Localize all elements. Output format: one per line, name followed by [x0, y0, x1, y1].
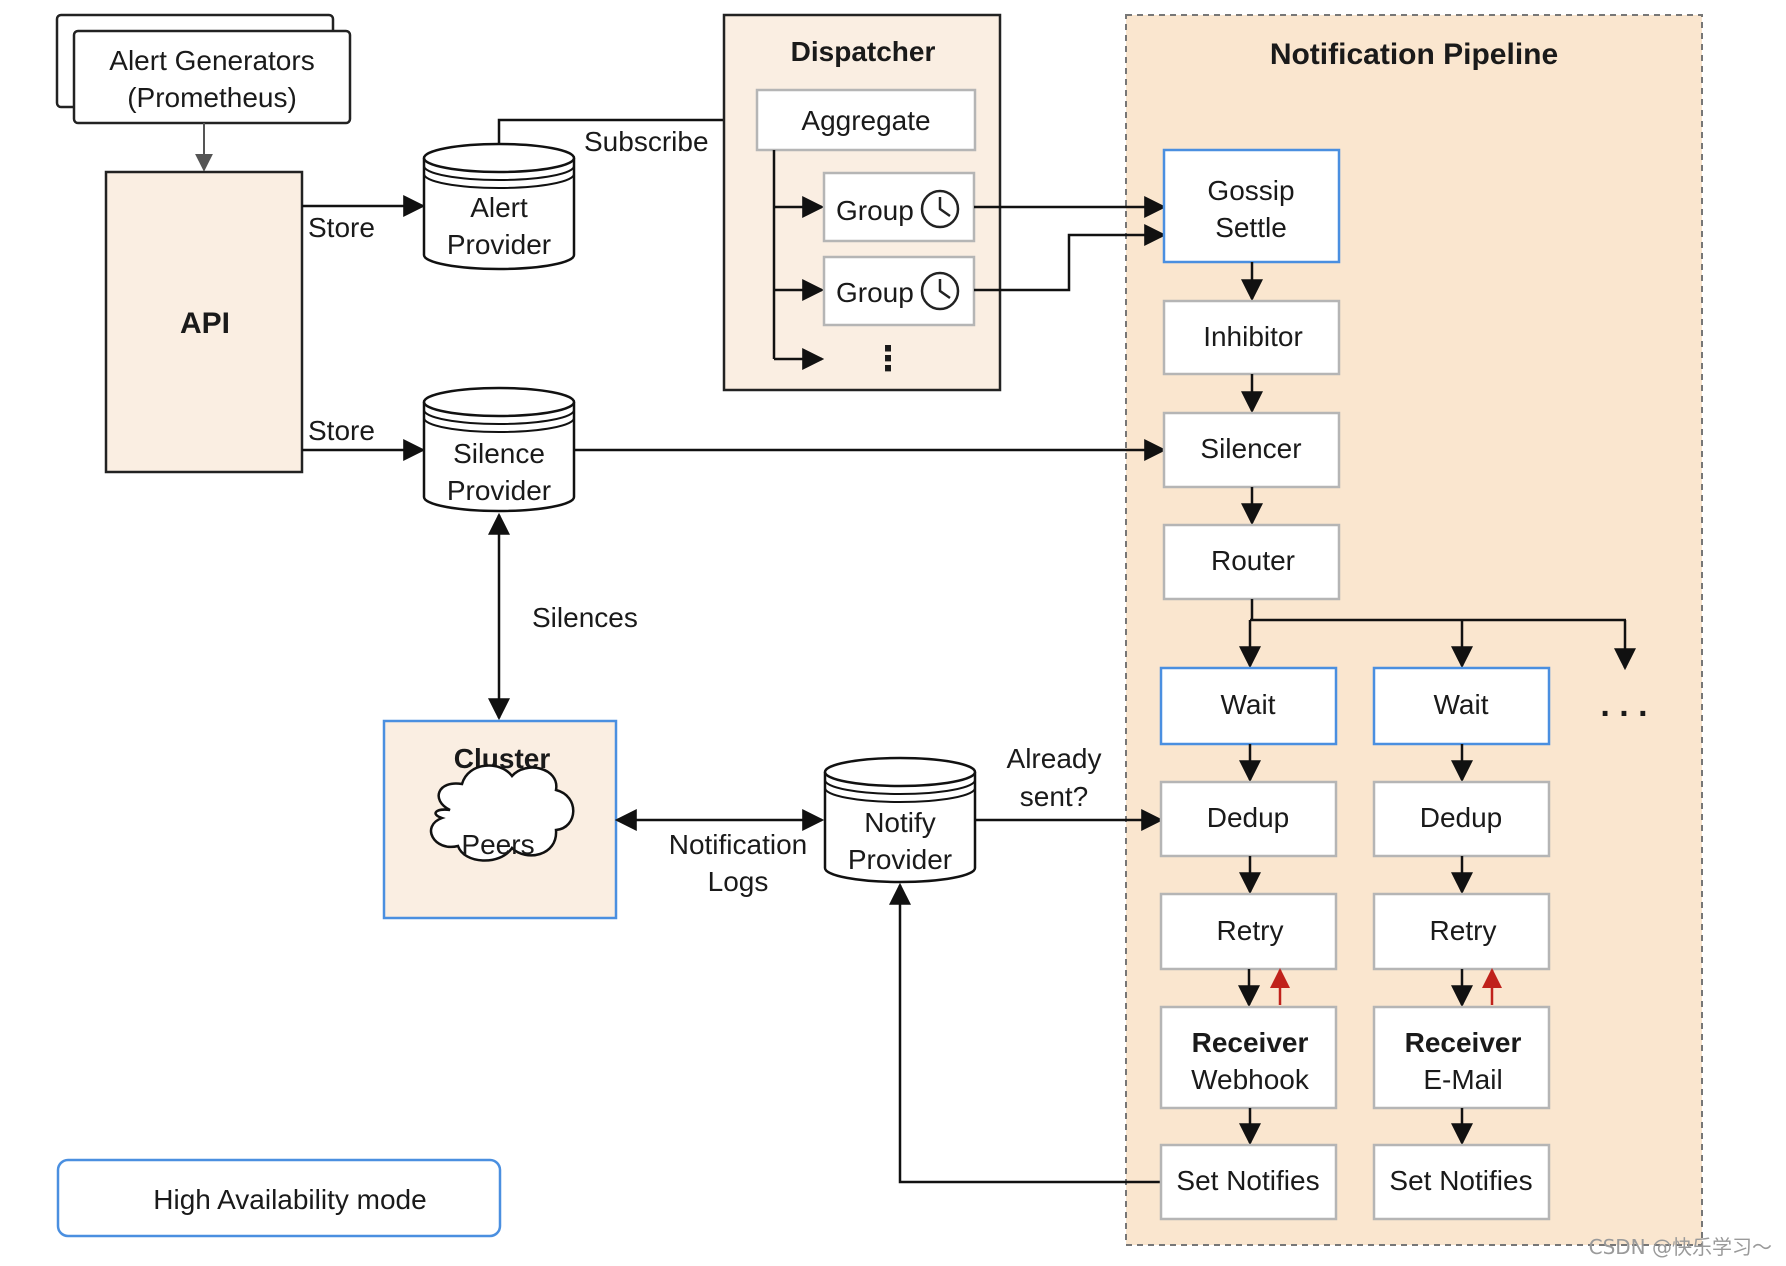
wait-box — [1159, 666, 1338, 746]
dedup-label: Dedup — [1207, 802, 1290, 833]
alert-provider-line2: Provider — [447, 229, 551, 260]
ha-mode-legend: High Availability mode — [56, 1158, 502, 1238]
clock-icon — [920, 189, 960, 229]
aggregate-box — [755, 88, 977, 152]
inhibitor-label: Inhibitor — [1203, 321, 1303, 352]
silencer-box: Silencer — [1162, 411, 1341, 489]
receiver-column-email: Wait Dedup Retry Receiver E-Mail Set Not… — [1372, 666, 1551, 1221]
gossip-settle-box: Gossip Settle — [1162, 148, 1341, 264]
notification-logs-line1: Notification — [669, 829, 808, 860]
retry-box — [1372, 892, 1551, 971]
silencer-label: Silencer — [1200, 433, 1301, 464]
already-sent-line2: sent? — [1020, 781, 1089, 812]
receiver-column-webhook: Wait Dedup Retry Receiver Webhook Set No… — [1159, 666, 1338, 1221]
set-notifies-label: Set Notifies — [1389, 1165, 1532, 1196]
pipeline-title: Notification Pipeline — [1270, 38, 1558, 71]
api-label: API — [180, 307, 230, 340]
receiver-label: Receiver — [1192, 1027, 1309, 1058]
notification-logs-line2: Logs — [708, 866, 769, 897]
group-box-2: Group — [822, 255, 976, 327]
retry-label: Retry — [1217, 915, 1284, 946]
dedup-label: Dedup — [1420, 802, 1503, 833]
wait-box — [1372, 666, 1551, 746]
dispatcher-title: Dispatcher — [791, 36, 936, 67]
receiver-box — [1159, 1005, 1338, 1110]
aggregate-label: Aggregate — [801, 105, 930, 136]
router-label: Router — [1211, 545, 1295, 576]
gossip-line1: Gossip — [1207, 175, 1294, 206]
silence-provider-line1: Silence — [453, 438, 545, 469]
peers-label: Peers — [461, 829, 534, 860]
more-receivers-ellipsis: . . . — [1600, 686, 1647, 724]
set-notifies-to-notify-arrow — [889, 882, 1161, 1184]
notify-provider-line1: Notify — [864, 807, 936, 838]
alert-generators: Alert Generators (Prometheus) — [55, 13, 352, 125]
cluster-box: Cluster Peers — [382, 719, 618, 920]
ha-mode-label: High Availability mode — [153, 1184, 426, 1215]
store-silence-label: Store — [308, 415, 375, 446]
alert-provider-line1: Alert — [470, 192, 528, 223]
set-notifies-label: Set Notifies — [1176, 1165, 1319, 1196]
cloud-icon — [429, 764, 575, 862]
group1-label: Group — [836, 195, 914, 226]
retry-label: Retry — [1430, 915, 1497, 946]
store-alert-label: Store — [308, 212, 375, 243]
alert-generators-line2: (Prometheus) — [127, 82, 297, 113]
subscribe-arrow — [497, 109, 759, 144]
already-sent-line1: Already — [1007, 743, 1102, 774]
inhibitor-box: Inhibitor — [1162, 299, 1341, 376]
router-box: Router — [1162, 523, 1341, 601]
wait-label: Wait — [1434, 689, 1489, 720]
dispatcher: Dispatcher Aggregate Group Group ⋮ — [722, 13, 1002, 392]
notify-provider: Notify Provider — [823, 756, 977, 884]
alert-provider: Alert Provider — [422, 142, 576, 271]
silence-provider-line2: Provider — [447, 475, 551, 506]
subscribe-label: Subscribe — [584, 126, 709, 157]
set-notifies-box — [1159, 1143, 1338, 1221]
receiver-type-label: Webhook — [1191, 1064, 1310, 1095]
silence-provider: Silence Provider — [422, 386, 576, 513]
gossip-line2: Settle — [1215, 212, 1287, 243]
silences-label: Silences — [532, 602, 638, 633]
set-notifies-box — [1372, 1143, 1551, 1221]
api-box: API — [104, 170, 304, 474]
group-box-1: Group — [822, 171, 976, 243]
alert-generators-line1: Alert Generators — [109, 45, 314, 76]
notify-provider-line2: Provider — [848, 844, 952, 875]
group2-label: Group — [836, 277, 914, 308]
wait-label: Wait — [1221, 689, 1276, 720]
more-groups-ellipsis: ⋮ — [871, 340, 905, 378]
receiver-label: Receiver — [1405, 1027, 1522, 1058]
dedup-box — [1159, 780, 1338, 858]
group2-to-gossip-arrow — [974, 224, 1167, 292]
watermark: CSDN @快乐学习～ — [1589, 1235, 1772, 1259]
retry-box — [1159, 892, 1338, 971]
receiver-box — [1372, 1005, 1551, 1110]
clock-icon — [920, 271, 960, 311]
receiver-type-label: E-Mail — [1423, 1064, 1502, 1095]
